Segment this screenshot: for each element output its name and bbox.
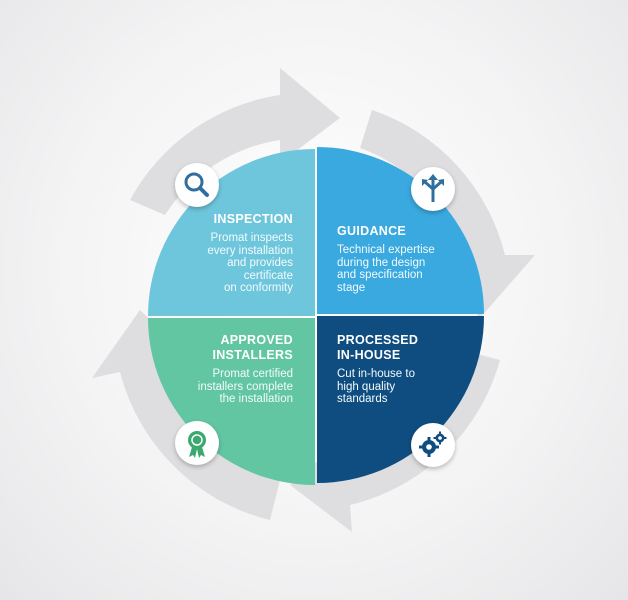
magnifier-icon bbox=[175, 163, 219, 207]
approved-installers-text-block: APPROVED INSTALLERS Promat certified ins… bbox=[160, 333, 293, 406]
award-rosette-icon bbox=[175, 421, 219, 465]
guidance-description: Technical expertise during the design an… bbox=[337, 244, 435, 294]
processed-in-house-description: Cut in-house to high quality standards bbox=[337, 368, 415, 405]
quadrant-processed-in-house bbox=[317, 316, 484, 483]
inspection-description: Promat inspects every installation and p… bbox=[207, 232, 293, 294]
inspection-title: INSPECTION bbox=[213, 212, 293, 226]
approved-installers-description: Promat certified installers complete the… bbox=[197, 368, 293, 405]
guidance-title: GUIDANCE bbox=[337, 224, 407, 238]
inspection-text-block: INSPECTION Promat inspects every install… bbox=[160, 212, 293, 295]
quadrant-guidance bbox=[317, 147, 484, 314]
quadrant-inspection bbox=[148, 149, 315, 316]
processed-in-house-title: PROCESSED IN-HOUSE bbox=[337, 333, 419, 362]
cycle-arrow-left bbox=[92, 310, 280, 520]
gears-icon bbox=[411, 423, 455, 467]
approved-installers-title: APPROVED INSTALLERS bbox=[212, 333, 293, 362]
branching-arrows-icon bbox=[411, 167, 455, 211]
guidance-text-block: GUIDANCE Technical expertise during the … bbox=[337, 224, 472, 294]
processed-in-house-text-block: PROCESSED IN-HOUSE Cut in-house to high … bbox=[337, 333, 472, 406]
quadrant-approved-installers bbox=[148, 318, 315, 485]
quadrant-circle bbox=[148, 147, 484, 485]
